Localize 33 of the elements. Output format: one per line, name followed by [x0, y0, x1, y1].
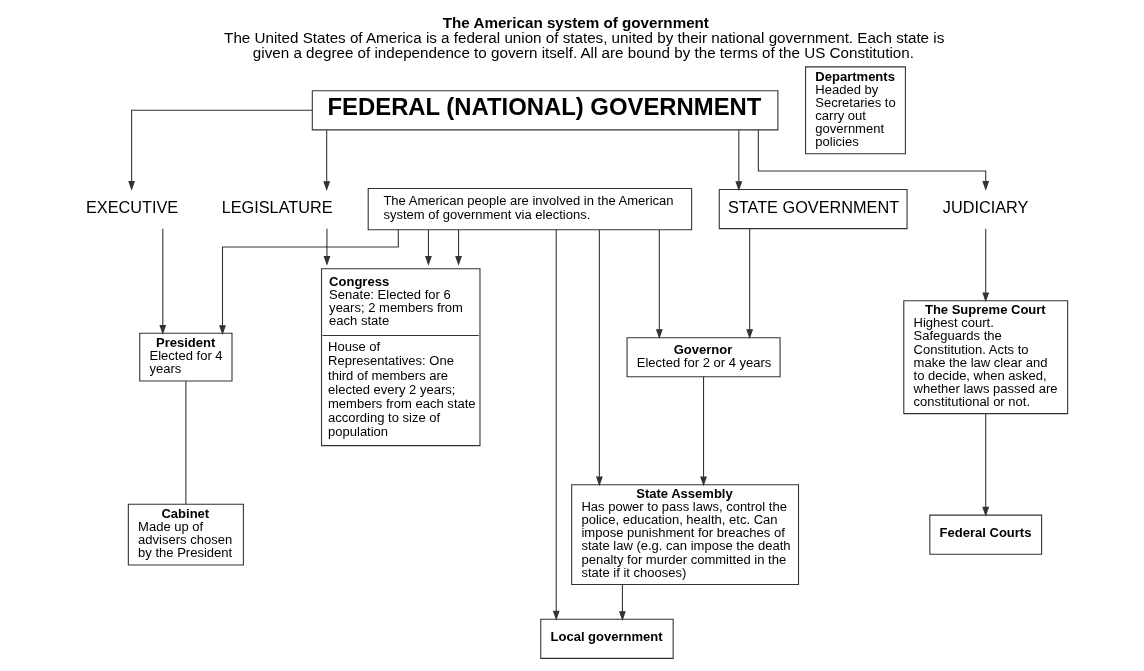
arrow — [158, 228, 166, 335]
arrow — [699, 376, 707, 487]
arrow — [618, 584, 626, 621]
arrow — [981, 413, 989, 517]
node-box: President Elected for 4 years — [138, 332, 233, 382]
node-box: Federal Courts — [928, 514, 1042, 555]
arrow — [745, 228, 753, 340]
arrow — [323, 228, 330, 266]
node-box: The Supreme Court Highest court. Safeguards the Constitution. Acts to make the law clear and to decide, when asked, whether laws passed are constitutional or not. — [902, 300, 1068, 415]
diagram-title: The American system of government — [442, 14, 709, 32]
arrow — [757, 129, 989, 191]
arrow — [218, 229, 399, 335]
node-text: LEGISLATURE — [221, 197, 333, 216]
arrow — [595, 229, 603, 487]
node-box: STATE GOVERNMENT — [718, 189, 908, 230]
node-text: EXECUTIVE — [85, 197, 178, 216]
arrow — [424, 229, 432, 266]
node-box: Local government — [539, 618, 674, 659]
node-box: Governor Elected for 2 or 4 years — [626, 337, 781, 378]
arrow — [552, 229, 560, 621]
node-box: Cabinet Made up of advisers chosen by the President — [127, 503, 244, 566]
node-text: JUDICIARY — [942, 197, 1028, 216]
node-box: State Assembly Has power to pass laws, control the police, education, health, etc. Can impose punishment for breaches of state law (e.g. can impose the death penalty for murder committed in the state if it chooses) — [570, 484, 799, 586]
arrow — [322, 129, 330, 192]
node-box: Departments Headed by Secretaries to carry out government policies — [804, 66, 906, 155]
connector — [184, 380, 186, 505]
arrow — [127, 109, 313, 191]
arrow — [734, 129, 742, 192]
arrow — [981, 228, 989, 303]
node-box: The American people are involved in the American system of government via elections. — [367, 187, 692, 231]
arrow — [454, 229, 462, 266]
arrow — [655, 229, 663, 339]
node-box: FEDERAL (NATIONAL) GOVERNMENT — [311, 90, 778, 131]
